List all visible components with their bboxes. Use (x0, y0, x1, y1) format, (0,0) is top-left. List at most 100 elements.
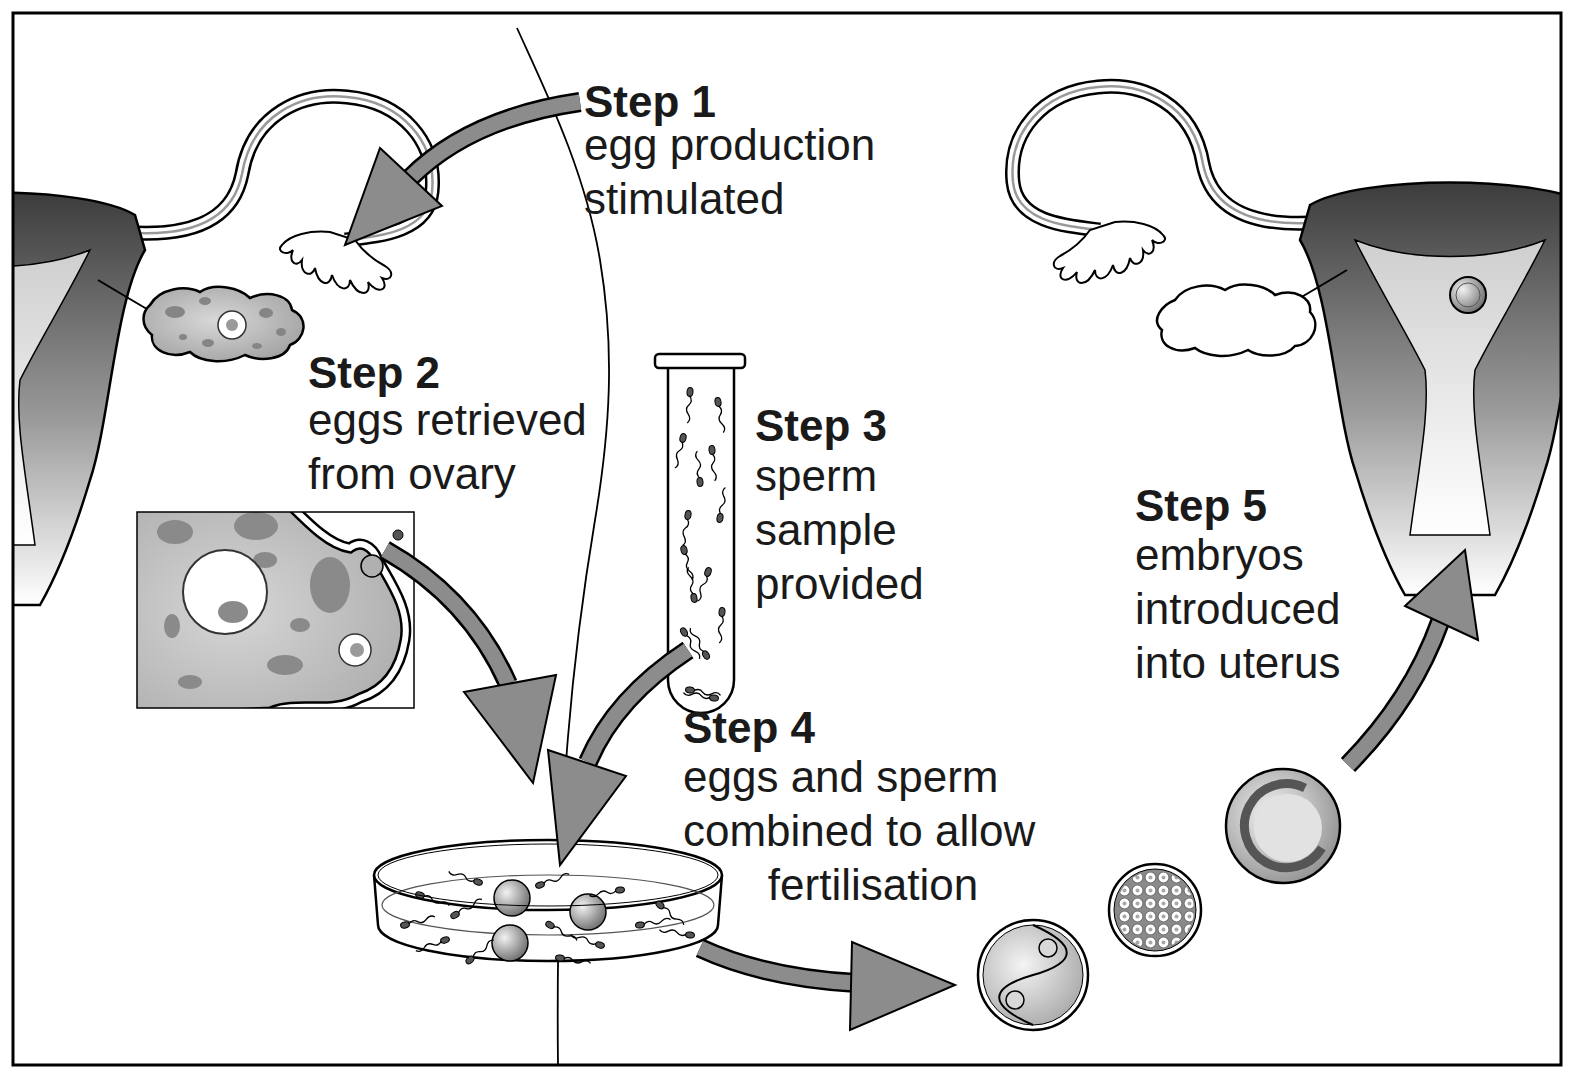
test-tube (694, 451, 703, 487)
ovary-inset (361, 555, 383, 577)
test-tube (716, 487, 728, 523)
process-arrows (464, 675, 556, 783)
ovary (199, 297, 211, 305)
process-arrows (588, 650, 688, 762)
petri-dish (655, 900, 686, 927)
ovary-inset (178, 675, 202, 689)
ovary (259, 308, 273, 318)
petri-dish (659, 927, 695, 939)
implanted-embryo (1456, 283, 1480, 307)
ovary (144, 287, 304, 361)
ovary-inset (267, 655, 303, 675)
ovary-inset (164, 614, 180, 638)
step-heading: Step 4 (683, 701, 815, 754)
petri-dish (545, 920, 579, 943)
step-description: embryos introduced into uterus (1135, 528, 1385, 690)
test-tube (680, 510, 692, 546)
process-arrows (1405, 550, 1478, 640)
ovary (144, 287, 304, 361)
ovary (179, 334, 187, 340)
test-tube (683, 690, 719, 702)
petri-dish (492, 925, 528, 961)
test-tube (716, 607, 725, 643)
ovary (252, 343, 262, 349)
step-description: egg production stimulated (584, 118, 914, 226)
ovary-inset (339, 634, 371, 666)
petri-dish (448, 869, 483, 887)
morula (1109, 864, 1201, 956)
petri-dish (494, 880, 530, 916)
step-heading: Step 3 (755, 399, 887, 452)
step-description: eggs retrieved from ovary (308, 393, 628, 501)
process-arrows (345, 148, 442, 245)
ovary-inset (218, 601, 248, 623)
process-arrows (700, 948, 856, 983)
process-arrows (410, 102, 580, 178)
petri-dish (570, 932, 605, 950)
blastocyst (1226, 769, 1340, 883)
step-heading: Step 5 (1135, 479, 1267, 532)
ovary-inset (183, 550, 267, 634)
morula (1109, 864, 1201, 956)
petri-dish (570, 894, 606, 930)
ovary-inset (137, 512, 406, 708)
implanted-embryo (1450, 277, 1486, 313)
petri-dish (415, 936, 450, 954)
test-tube (680, 545, 695, 581)
frame-border (13, 13, 1561, 1065)
petri-dish (450, 897, 484, 920)
two-cell-embryo (978, 920, 1088, 1030)
morula (1116, 871, 1194, 949)
ovary-inset (137, 512, 414, 708)
process-arrows (1348, 622, 1440, 765)
two-cell-embryo (1039, 939, 1057, 957)
ovary-inset (157, 520, 193, 544)
petri-dish (635, 917, 671, 929)
petri-dish (555, 954, 591, 966)
ovary-inset (137, 512, 406, 708)
ovary-inset (290, 618, 310, 632)
test-tube (655, 354, 745, 368)
process-arrows (410, 102, 580, 178)
ovary (276, 328, 286, 336)
step-heading: Step 2 (308, 346, 440, 399)
petri-dish (400, 914, 436, 929)
ovary (165, 306, 185, 318)
ovary-inset (137, 512, 406, 708)
blastocyst (1244, 784, 1322, 868)
petri-dish (535, 872, 570, 890)
ovary-inset (234, 512, 278, 540)
ovary-inset (120, 500, 414, 720)
illustration (14, 28, 1560, 1064)
morula (1114, 869, 1196, 951)
ovary-inset (393, 530, 403, 540)
process-arrows (345, 102, 1478, 1030)
test-tube (709, 445, 718, 481)
process-arrows (850, 942, 955, 1030)
test-tube (686, 567, 698, 603)
ovary-inset (310, 557, 350, 613)
step-description: sperm sample provided (755, 449, 955, 611)
petri-dish (378, 844, 718, 906)
process-arrows (1348, 622, 1440, 765)
petri-dish (589, 886, 625, 898)
blastocyst (1226, 769, 1340, 883)
ovary (226, 319, 238, 331)
test-tube (714, 397, 726, 433)
right-uterus (1013, 86, 1560, 595)
blastocyst (1254, 794, 1322, 862)
petri-dish (374, 840, 722, 966)
process-arrows (548, 750, 626, 865)
ovary (202, 339, 214, 347)
process-arrows (385, 550, 508, 684)
test-tube (672, 433, 687, 469)
two-cell-embryo (1006, 991, 1024, 1009)
test-tube (684, 387, 693, 423)
process-arrows (700, 948, 856, 983)
two-cell-embryo (999, 925, 1067, 1025)
petri-dish (465, 938, 496, 965)
ovary (1157, 285, 1315, 356)
ovary (218, 311, 246, 339)
ovary-inset (137, 512, 406, 708)
